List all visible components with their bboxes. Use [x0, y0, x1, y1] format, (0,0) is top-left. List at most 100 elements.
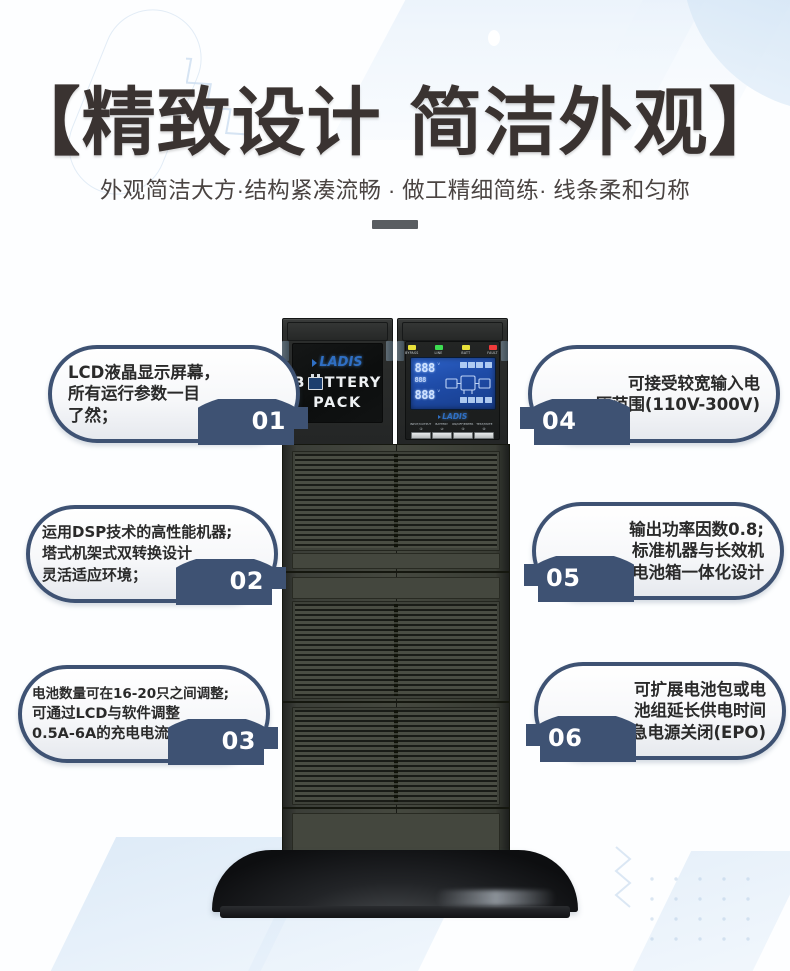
lcd-value-mid: 888	[414, 375, 427, 384]
callout-06: 可扩展电池包或电 池组延长供电时间 紧急电源关闭(EPO) 06	[526, 662, 786, 762]
lcd-button-2-label: BATTERY	[435, 422, 449, 427]
tower-seam	[283, 571, 509, 573]
tower-blank-panel	[292, 577, 500, 599]
lcd-screen: 888 V 888 888 V	[409, 356, 496, 410]
led-line: LINE	[428, 345, 450, 355]
batt-led-icon	[462, 345, 470, 350]
callout-02-line-3: 灵活适应环境；	[42, 565, 148, 584]
lcd-button-2-key[interactable]	[432, 432, 452, 439]
tower-seam	[283, 701, 509, 703]
callout-06-line-1: 可扩展电池包或电	[634, 679, 766, 699]
bypass-led-label: BYPASS	[405, 350, 419, 355]
callout-05-text: 输出功率因数0.8; 标准机器与长效机 电池箱一体化设计	[532, 502, 784, 600]
lcd-control-module: BYPASS LINE BATT	[397, 318, 508, 446]
tower-blank-panel	[292, 553, 500, 569]
line-led-icon	[435, 345, 443, 350]
callout-04-text: 可接受较宽输入电 压范围(110V-300V)	[528, 345, 780, 443]
lcd-power-flow-diagram	[444, 374, 491, 394]
callout-02-number: 02	[229, 567, 264, 595]
vent-grille	[292, 601, 500, 699]
lcd-button-2[interactable]: BATTERY ②	[432, 422, 452, 439]
callout-02-text: 运用DSP技术的高性能机器; 塔式机架式双转换设计 灵活适应环境；	[26, 505, 278, 603]
callout-06-text: 可扩展电池包或电 池组延长供电时间 紧急电源关闭(EPO)	[534, 662, 786, 760]
vent-grille	[292, 451, 500, 551]
lcd-unit-bottom: V	[437, 388, 440, 393]
lcd-button-4-label: TEST/MUTE	[475, 422, 493, 427]
base-highlight	[436, 890, 556, 906]
callout-02: 运用DSP技术的高性能机器; 塔式机架式双转换设计 灵活适应环境； 02	[26, 505, 286, 605]
callout-01-line-1: LCD液晶显示屏幕，	[68, 362, 220, 382]
fault-led-icon	[489, 345, 497, 350]
lcd-button-4-key[interactable]	[474, 432, 494, 439]
lcd-button-3-key[interactable]	[453, 432, 473, 439]
lcd-button-1-sub: ①	[419, 426, 423, 431]
logo-tick-icon	[437, 414, 441, 419]
callout-06-number: 06	[548, 724, 583, 752]
callout-01: LCD液晶显示屏幕， 所有运行参数一目 了然； 01	[48, 345, 308, 445]
callout-06-number-tab	[540, 716, 636, 762]
lcd-button-3[interactable]: ON/OFF/ENTER ③	[452, 423, 474, 439]
tower-seam	[283, 807, 509, 809]
lcd-button-4[interactable]: TEST/MUTE ④	[474, 422, 494, 439]
callout-01-line-2: 所有运行参数一目	[68, 384, 200, 404]
lcd-brand-logo: LADIS	[437, 412, 468, 421]
mount-ear-left	[397, 341, 404, 361]
callout-03: 电池数量可在16-20只之间调整; 可通过LCD与软件调整 0.5A-6A的充电…	[18, 665, 278, 765]
lcd-button-row: INPUT/OUTPUT ① BATTERY ② ON/OFF/ENTER	[410, 422, 494, 439]
battery-pack-faceplate: LADIS B TTERY PACK	[292, 343, 383, 423]
line-led-label: LINE	[434, 350, 444, 355]
battery-label-suffix: TTERY	[324, 375, 382, 391]
callout-03-number-tab	[168, 719, 264, 765]
lcd-button-1[interactable]: INPUT/OUTPUT ①	[410, 422, 432, 439]
callout-03-body	[18, 665, 270, 763]
logo-wordmark: LADIS	[319, 355, 363, 370]
led-fault: FAULT	[482, 345, 504, 355]
mount-ear-left	[282, 341, 289, 361]
bg-zigzag-line-top	[186, 31, 251, 136]
callout-04: 可接受较宽输入电 压范围(110V-300V) 04	[520, 345, 780, 445]
battery-icon	[307, 374, 323, 390]
callout-03-text: 电池数量可在16-20只之间调整; 可通过LCD与软件调整 0.5A-6A的充电…	[18, 665, 270, 763]
bg-dot-accent	[488, 30, 500, 46]
lcd-load-bargraph	[459, 361, 492, 368]
ups-top-modules: LADIS B TTERY PACK	[282, 318, 508, 446]
callout-01-number: 01	[251, 407, 286, 435]
battery-tower	[282, 444, 510, 876]
page-title: 【精致设计 简洁外观】	[6, 80, 784, 166]
callout-05: 输出功率因数0.8; 标准机器与长效机 电池箱一体化设计 05	[524, 502, 784, 602]
ups-base-stand	[212, 844, 578, 918]
page-header: 【精致设计 简洁外观】 外观简洁大方·结构紧凑流畅 · 做工精细简练· 线条柔和…	[0, 0, 790, 229]
callout-05-line-1: 输出功率因数0.8;	[629, 519, 764, 539]
mount-ear-right	[386, 341, 393, 361]
lcd-unit-top: V	[437, 361, 440, 366]
logo-wordmark: LADIS	[442, 412, 468, 421]
lcd-button-4-sub: ④	[482, 426, 486, 431]
mount-ear-right	[501, 341, 508, 361]
fault-led-label: FAULT	[487, 350, 499, 355]
callout-06-line-2: 池组延长供电时间	[634, 701, 766, 721]
callout-04-number: 04	[542, 407, 577, 435]
callout-04-line-1: 可接受较宽输入电	[628, 373, 760, 393]
lcd-value-bottom: 888	[414, 387, 436, 402]
callout-01-line-3: 了然；	[68, 405, 118, 425]
callout-04-line-2: 压范围(110V-300V)	[595, 395, 760, 414]
callout-02-number-tab	[176, 559, 272, 605]
module-top-lip	[287, 322, 388, 341]
callout-01-number-tab	[198, 399, 294, 445]
bg-dot-grid	[650, 877, 750, 941]
led-bypass: BYPASS	[401, 345, 423, 355]
lcd-value-top: 888	[414, 360, 436, 375]
logo-tick-icon	[312, 358, 318, 367]
lcd-battery-bargraph	[459, 397, 492, 403]
callout-05-line-3: 电池箱一体化设计	[632, 562, 764, 582]
callout-05-number: 05	[546, 564, 581, 592]
module-top-lip	[402, 322, 503, 341]
status-led-row: BYPASS LINE BATT	[401, 345, 504, 355]
callout-02-line-1: 运用DSP技术的高性能机器;	[42, 522, 233, 541]
callout-05-line-2: 标准机器与长效机	[632, 541, 764, 561]
callout-03-number: 03	[221, 727, 256, 755]
lcd-button-1-key[interactable]	[411, 432, 431, 439]
lcd-button-1-label: INPUT/OUTPUT	[410, 422, 432, 427]
lcd-faceplate: BYPASS LINE BATT	[405, 341, 500, 440]
